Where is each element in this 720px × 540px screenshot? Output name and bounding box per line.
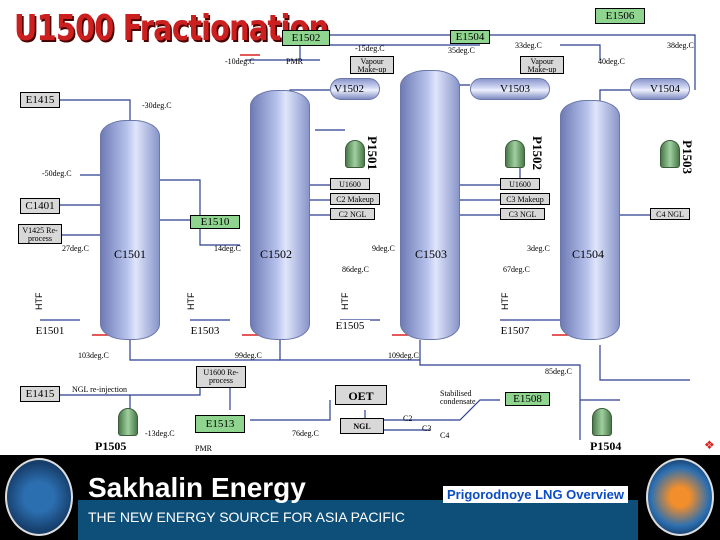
box-u1600-a: U1600 [330, 178, 370, 190]
exchanger-e1504: E1504 [450, 30, 490, 44]
drum-v1502-label: V1502 [334, 84, 364, 95]
temp-m15: -15deg.C [355, 45, 385, 53]
pmr-bottom: PMR [195, 445, 212, 453]
column-c1504-label: C1504 [572, 248, 604, 260]
pump-p1505-label: P1505 [95, 440, 126, 452]
exchanger-e1415-bot: E1415 [20, 386, 60, 402]
box-c4-ngl: C4 NGL [650, 208, 690, 220]
pmr-top: PMR [286, 58, 303, 66]
temp-35: 35deg.C [448, 47, 475, 55]
stabilised-condensate-label: Stabilised condensate [440, 390, 500, 406]
exchanger-e1507: E1507 [495, 325, 535, 339]
drum-v1504-label: V1504 [650, 84, 680, 95]
exchanger-e1415-top: E1415 [20, 92, 60, 108]
right-emblem [646, 458, 714, 536]
temp-3: 3deg.C [527, 245, 550, 253]
exchanger-e1510: E1510 [190, 215, 240, 229]
temp-76: 76deg.C [292, 430, 319, 438]
box-c3-ngl: C3 NGL [500, 208, 545, 220]
pump-p1504 [592, 408, 612, 436]
box-vapour-a: Vapour Make-up [350, 56, 394, 74]
box-oet: OET [335, 385, 387, 405]
next-arrow-icon[interactable]: ❖ [704, 438, 715, 453]
c4-label: C4 [440, 432, 449, 440]
htf-label-1: HTF [34, 293, 44, 311]
pump-p1502-label: P1502 [529, 136, 545, 170]
column-c1502-label: C1502 [260, 248, 292, 260]
temp-99: 99deg.C [235, 352, 262, 360]
box-u1600-reprocess: U1600 Re-process [196, 366, 246, 388]
company-tagline: THE NEW ENERGY SOURCE FOR ASIA PACIFIC [88, 510, 405, 524]
exchanger-e1513: E1513 [195, 415, 245, 433]
temp-109: 109deg.C [388, 352, 419, 360]
box-c2-ngl: C2 NGL [330, 208, 375, 220]
pump-p1503 [660, 140, 680, 168]
pump-p1501 [345, 140, 365, 168]
column-c1501-label: C1501 [114, 248, 146, 260]
htf-label-3: HTF [340, 293, 350, 311]
temp-m50: -50deg.C [42, 170, 72, 178]
temp-85: 85deg.C [545, 368, 572, 376]
box-v1425: V1425 Re-process [18, 224, 62, 244]
exchanger-e1501: E1501 [30, 325, 70, 339]
company-name: Sakhalin Energy [88, 474, 306, 502]
ngl-reinjection-label: NGL re-injection [72, 386, 127, 394]
c3-label: C3 [422, 425, 431, 433]
pump-p1503-label: P1503 [679, 140, 695, 174]
pump-p1501-label: P1501 [364, 136, 380, 170]
box-ngl: NGL [340, 418, 384, 434]
temp-86: 86deg.C [342, 266, 369, 274]
temp-67: 67deg.C [503, 266, 530, 274]
exchanger-e1503: E1503 [185, 325, 225, 339]
temp-40: 40deg.C [598, 58, 625, 66]
temp-m13: -13deg.C [145, 430, 175, 438]
column-c1503-label: C1503 [415, 248, 447, 260]
left-emblem [5, 458, 73, 536]
column-c1501 [100, 120, 160, 340]
exchanger-c1401: C1401 [20, 198, 60, 214]
temp-14: 14deg.C [214, 245, 241, 253]
temp-m10: -10deg.C [225, 58, 255, 66]
temp-m30: -30deg.C [142, 102, 172, 110]
box-c2-makeup: C2 Makeup [330, 193, 380, 205]
exchanger-e1502: E1502 [282, 30, 330, 46]
exchanger-e1506: E1506 [595, 8, 645, 24]
c2-label: C2 [403, 415, 412, 423]
temp-103: 103deg.C [78, 352, 109, 360]
box-u1600-b: U1600 [500, 178, 540, 190]
drum-v1503-label: V1503 [500, 84, 530, 95]
box-vapour-b: Vapour Make-up [520, 56, 564, 74]
exchanger-e1508: E1508 [505, 392, 550, 406]
box-c3-makeup: C3 Makeup [500, 193, 550, 205]
htf-label-4: HTF [500, 293, 510, 311]
slide-subtitle: Prigorodnoye LNG Overview [443, 486, 628, 503]
pump-p1502 [505, 140, 525, 168]
pump-p1504-label: P1504 [590, 440, 621, 452]
temp-38: 38deg.C [667, 42, 694, 50]
exchanger-e1505: E1505 [330, 320, 370, 334]
temp-27: 27deg.C [62, 245, 89, 253]
temp-33: 33deg.C [515, 42, 542, 50]
htf-label-2: HTF [186, 293, 196, 311]
column-c1504 [560, 100, 620, 340]
column-c1503 [400, 70, 460, 340]
pump-p1505 [118, 408, 138, 436]
column-c1502 [250, 90, 310, 340]
temp-9: 9deg.C [372, 245, 395, 253]
